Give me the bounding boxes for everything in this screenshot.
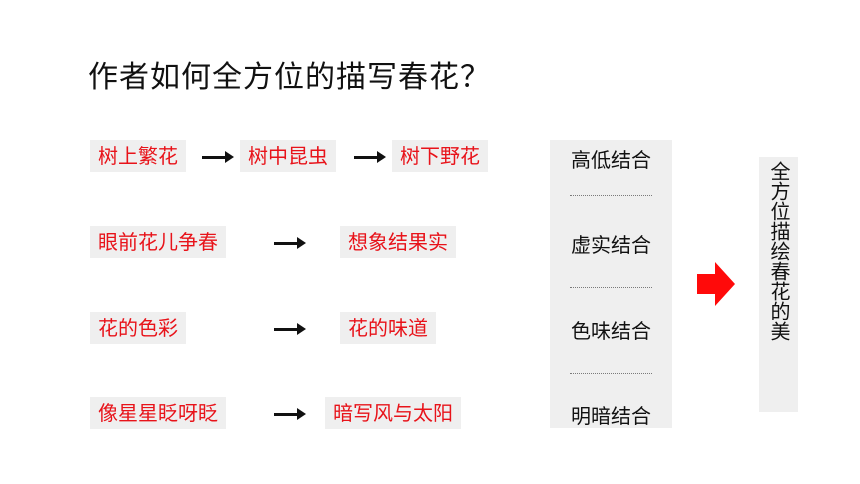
summary-column: 高低结合 虚实结合 色味结合 明暗结合 (550, 140, 672, 428)
dotted-divider (570, 373, 652, 374)
dotted-divider (570, 287, 652, 288)
tag-row1-2: 树中昆虫 (240, 140, 336, 172)
arrow-right-icon (274, 323, 306, 335)
summary-item-3: 色味结合 (571, 319, 651, 343)
tag-row3-2: 花的味道 (340, 312, 436, 344)
tag-row4-1: 像星星眨呀眨 (90, 397, 226, 429)
summary-item-2: 虚实结合 (571, 233, 651, 257)
tag-row3-1: 花的色彩 (90, 312, 186, 344)
tag-row4-2: 暗写风与太阳 (325, 397, 461, 429)
arrow-right-icon (274, 408, 306, 420)
big-red-arrow-icon (697, 262, 735, 306)
summary-item-4: 明暗结合 (571, 404, 651, 428)
page-title: 作者如何全方位的描写春花？ (88, 60, 491, 95)
conclusion-text: 全方位描绘春花的美 (767, 161, 791, 341)
arrow-right-icon (354, 151, 386, 163)
arrow-right-icon (274, 237, 306, 249)
summary-item-1: 高低结合 (571, 148, 651, 172)
arrow-right-icon (202, 151, 234, 163)
tag-row2-1: 眼前花儿争春 (90, 226, 226, 258)
tag-row2-2: 想象结果实 (340, 226, 456, 258)
conclusion-box: 全方位描绘春花的美 (759, 157, 798, 412)
dotted-divider (570, 195, 652, 196)
tag-row1-1: 树上繁花 (90, 140, 186, 172)
tag-row1-3: 树下野花 (392, 140, 488, 172)
